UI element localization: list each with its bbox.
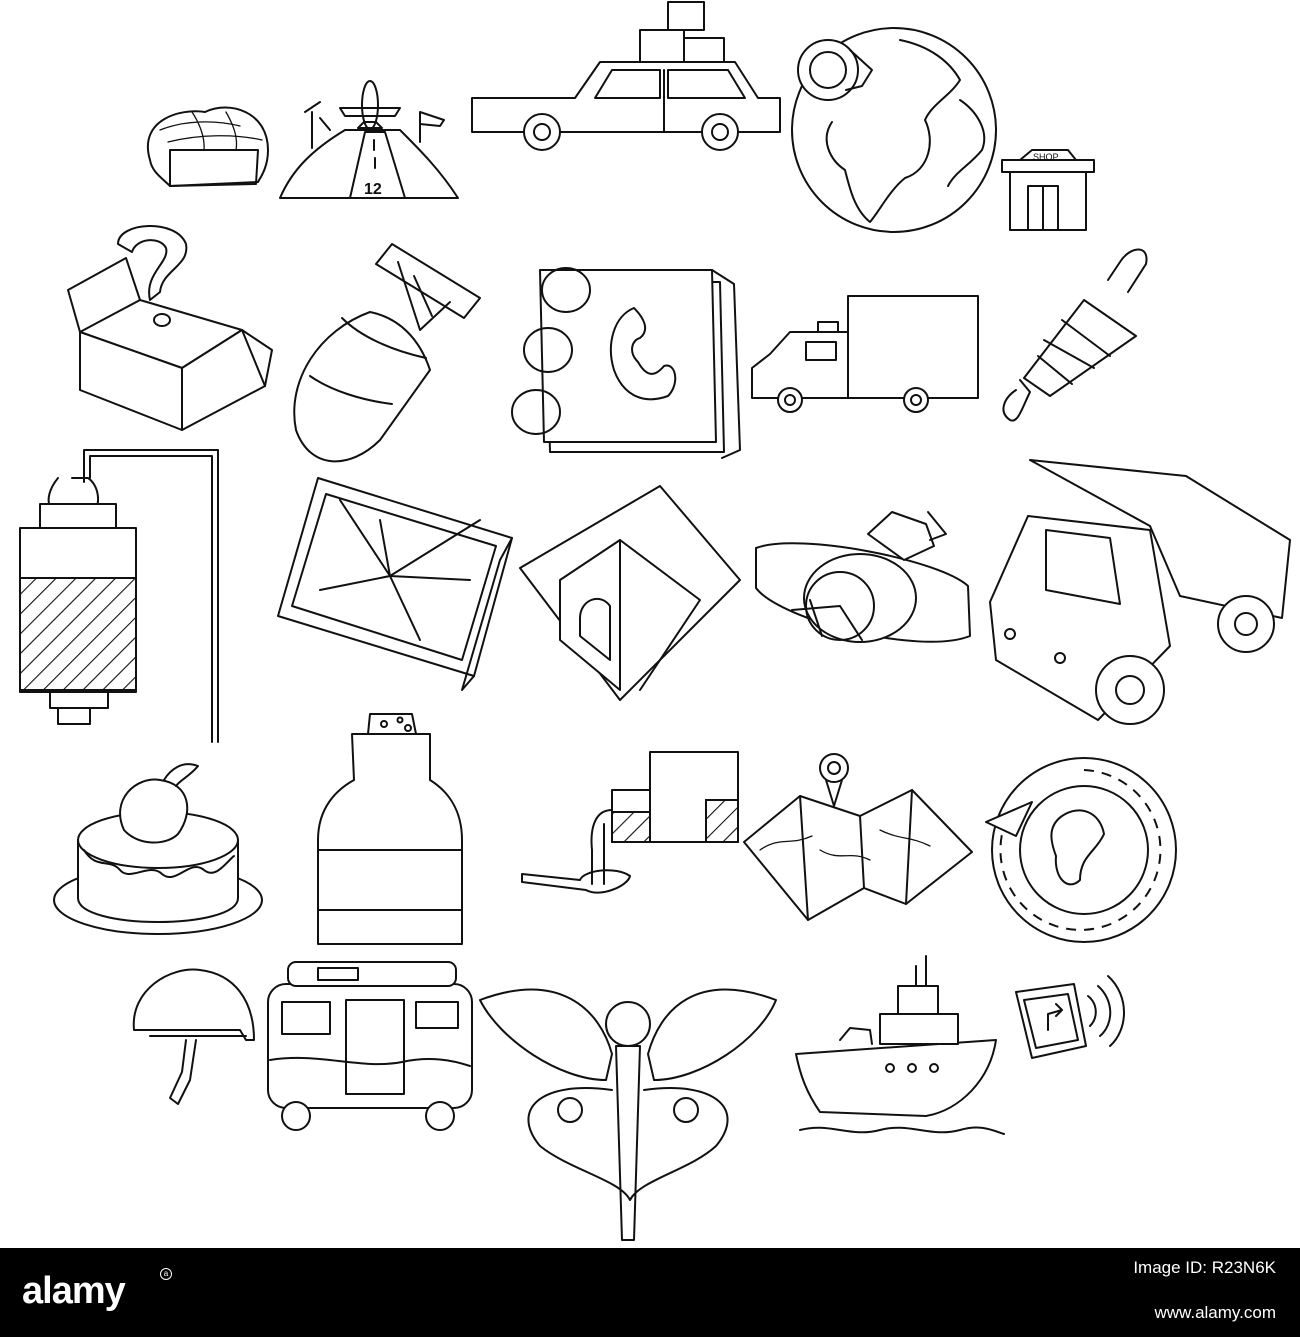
- military-helmet-icon: [132, 968, 255, 1105]
- airport-runway-icon: 12: [279, 80, 459, 199]
- map-with-pin-icon: [743, 753, 973, 921]
- image-id-text: Image ID: R23N6K: [1133, 1258, 1276, 1277]
- alamy-wordmark: alamy: [22, 1270, 126, 1312]
- runway-number: 12: [364, 181, 382, 198]
- registered-mark-icon: a: [160, 1268, 172, 1280]
- medicine-pouring-icon: [521, 751, 739, 894]
- strawberry-cake-icon: [53, 763, 263, 935]
- toy-airplane-icon: [755, 511, 971, 643]
- bottle-icon: [317, 713, 463, 945]
- navigation-device-icon: [1015, 975, 1125, 1059]
- mystery-box-icon: [67, 225, 273, 431]
- phone-book-icon: [511, 267, 741, 459]
- globe-magnifier-icon: [791, 27, 997, 233]
- rolling-pin-icon: [1002, 248, 1148, 422]
- around-the-world-icon: [985, 757, 1177, 943]
- shop-sign-text: SHOP: [1033, 152, 1059, 162]
- delivery-truck-icon: [751, 295, 979, 413]
- shop-building-icon: SHOP: [1001, 149, 1095, 231]
- dump-truck-icon: [989, 459, 1291, 725]
- iv-drip-bag-icon: [19, 449, 219, 743]
- chef-hat-icon: [147, 106, 269, 187]
- caduceus-icon: [479, 988, 777, 1241]
- dog-house-icon: [519, 485, 741, 701]
- bomb-icon: [293, 243, 481, 463]
- watermark-footer-bar: alamy a Image ID: R23N6K www.alamy.com: [0, 1248, 1300, 1337]
- camper-van-icon: [267, 961, 473, 1131]
- warship-icon: [795, 955, 1005, 1135]
- broken-tablet-icon: [277, 477, 513, 691]
- icon-set-illustration: 12 SHOP: [19, 1, 1291, 1241]
- car-with-luggage-icon: [471, 1, 781, 151]
- image-url-text: www.alamy.com: [1154, 1303, 1276, 1322]
